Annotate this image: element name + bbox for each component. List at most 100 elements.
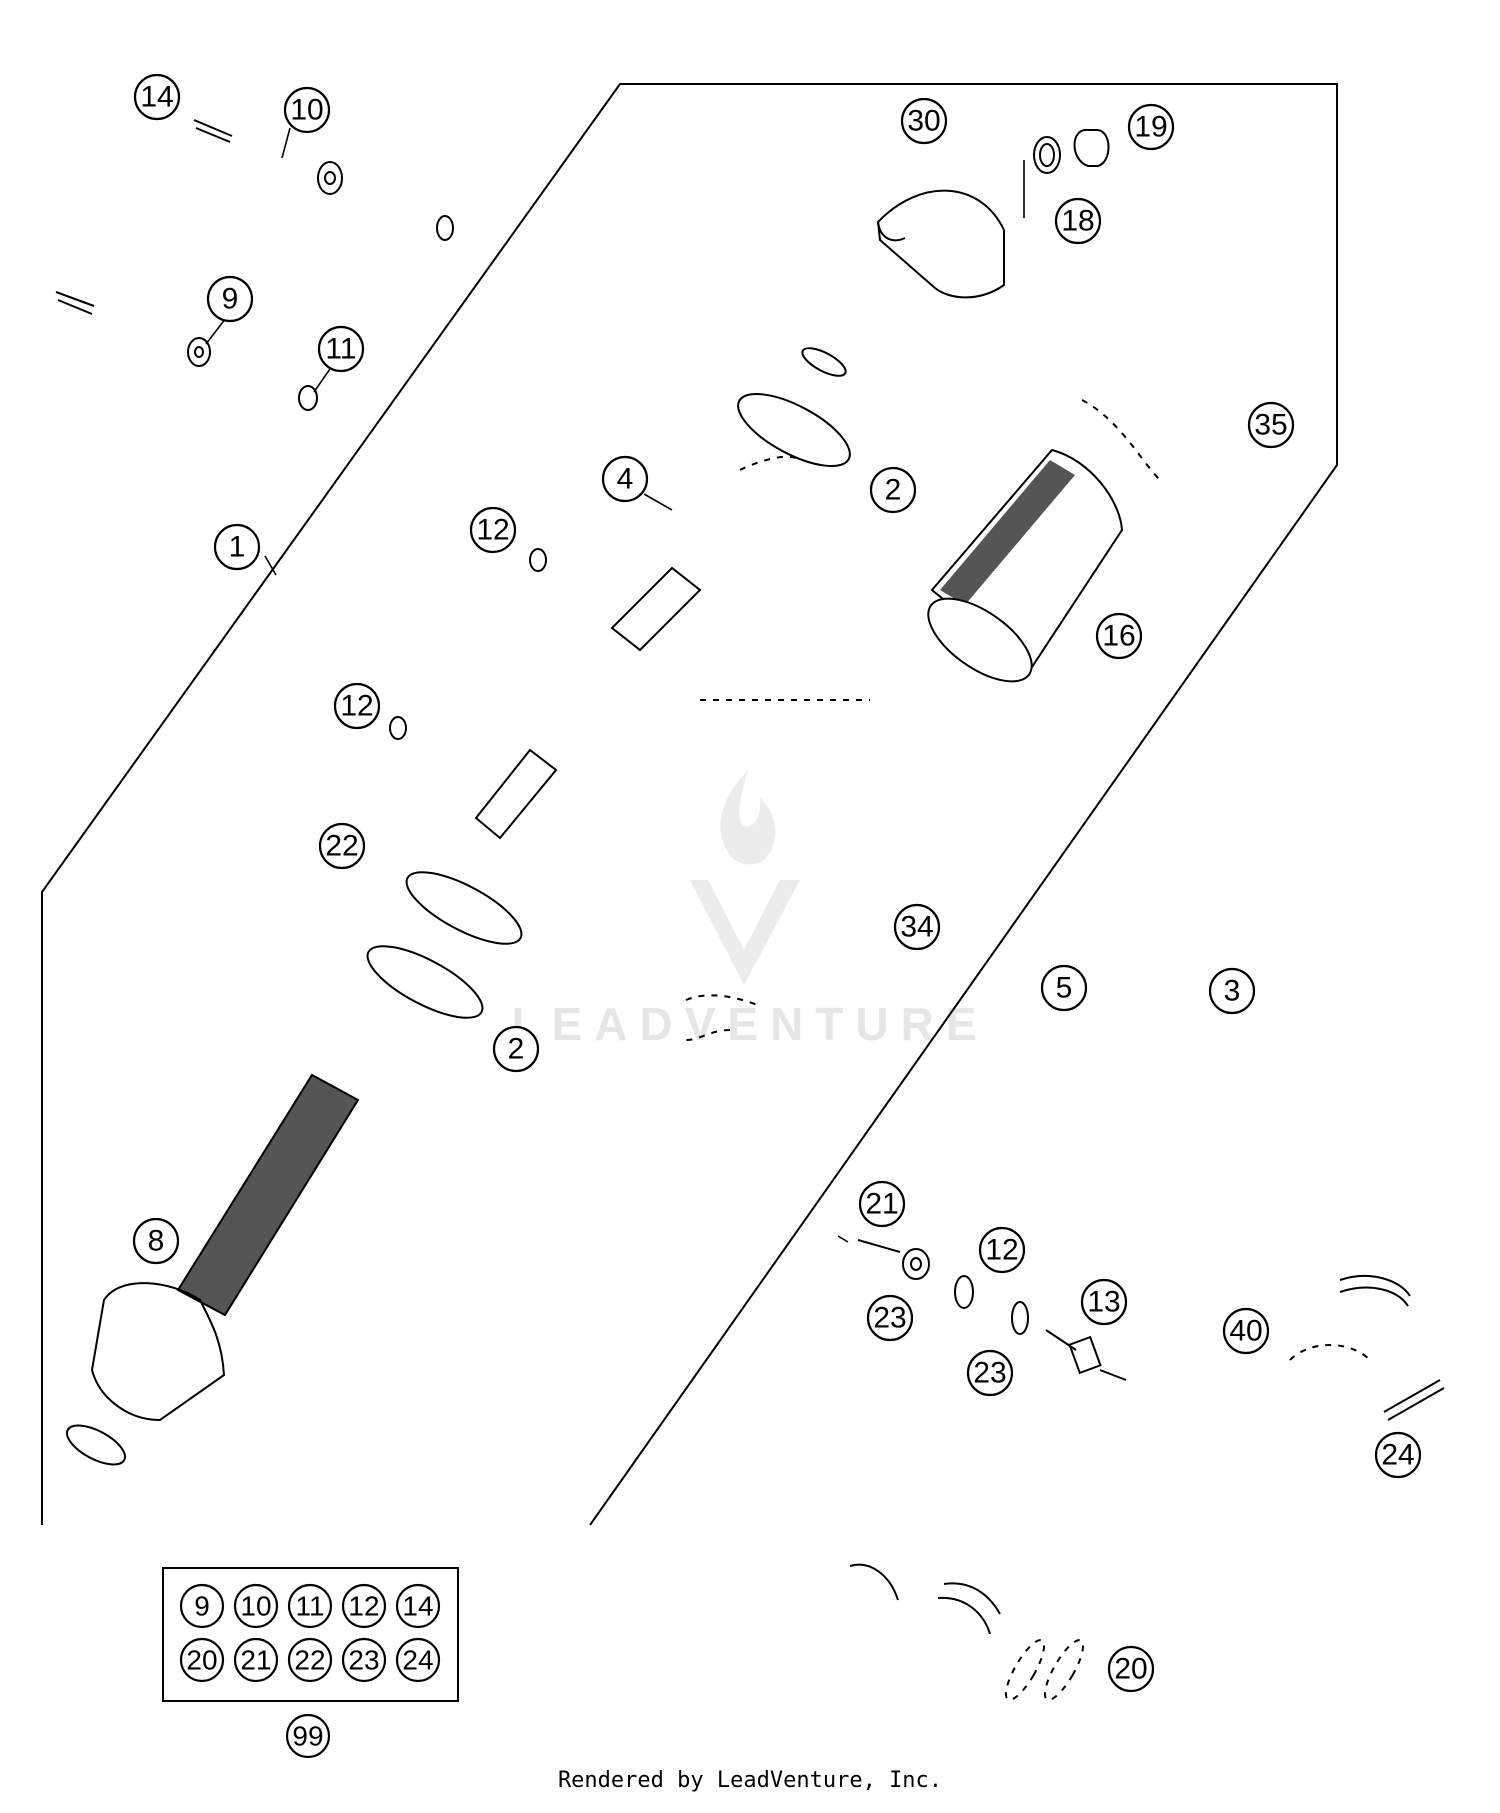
callout: 10 [283, 86, 331, 134]
svg-text:12: 12 [348, 1591, 379, 1622]
clamp-and-spring [1289, 1275, 1445, 1421]
svg-text:14: 14 [402, 1591, 433, 1622]
callout: 20 [1107, 1645, 1155, 1693]
end-cap-assembly [876, 128, 1110, 299]
callout: 23 [966, 1349, 1014, 1397]
svg-text:18: 18 [1061, 205, 1094, 238]
kit-item: 12 [341, 1583, 387, 1629]
gasket-rings-lower [366, 871, 523, 1019]
svg-text:1: 1 [229, 531, 246, 564]
kit-item: 10 [233, 1583, 279, 1629]
callout: 35 [1247, 401, 1295, 449]
svg-text:20: 20 [186, 1645, 217, 1676]
callout: 8 [132, 1217, 180, 1265]
silencer-outer [700, 399, 1161, 701]
v-logo-icon [690, 880, 800, 985]
callout: 3 [1208, 967, 1256, 1015]
svg-text:22: 22 [294, 1645, 325, 1676]
callout: 22 [318, 822, 366, 870]
callout: 14 [133, 73, 181, 121]
baffle-plates [389, 548, 702, 840]
callout: 16 [1095, 612, 1143, 660]
callout: 34 [893, 903, 941, 951]
svg-text:13: 13 [1087, 1286, 1120, 1319]
svg-text:12: 12 [476, 514, 509, 547]
svg-text:23: 23 [348, 1645, 379, 1676]
perforated-outlet-tube [65, 1073, 360, 1466]
svg-text:9: 9 [222, 283, 239, 316]
callout: 5 [1040, 964, 1088, 1012]
kit-item: 21 [233, 1637, 279, 1683]
kit-box: 9 10 11 12 14 20 21 22 23 24 99 [162, 1567, 459, 1759]
clamps-20 [849, 1563, 1085, 1701]
callout: 12 [333, 682, 381, 730]
callout: 12 [469, 506, 517, 554]
svg-text:3: 3 [1224, 975, 1241, 1008]
svg-text:35: 35 [1254, 409, 1287, 442]
kit-item: 23 [341, 1637, 387, 1683]
svg-text:24: 24 [1381, 1439, 1414, 1472]
callout: 13 [1080, 1278, 1128, 1326]
kit-item: 11 [287, 1583, 333, 1629]
svg-text:24: 24 [402, 1645, 433, 1676]
callout: 12 [978, 1226, 1026, 1274]
svg-text:23: 23 [973, 1357, 1006, 1390]
svg-text:2: 2 [885, 474, 902, 507]
kit-label: 99 [285, 1713, 331, 1759]
svg-text:2: 2 [508, 1033, 525, 1066]
hanger-hardware [857, 1239, 1127, 1381]
callout: 9 [206, 275, 254, 323]
svg-text:30: 30 [907, 105, 940, 138]
svg-text:20: 20 [1114, 1653, 1147, 1686]
svg-text:14: 14 [140, 81, 173, 114]
render-credit: Rendered by LeadVenture, Inc. [557, 1768, 943, 1793]
callout: 30 [900, 97, 948, 145]
svg-text:8: 8 [148, 1225, 165, 1258]
kit-item: 20 [179, 1637, 225, 1683]
leadventure-watermark: LEADVENTURE [511, 770, 988, 1050]
svg-text:11: 11 [295, 1591, 324, 1622]
hardware-parts [55, 119, 454, 411]
kit-item: 24 [395, 1637, 441, 1683]
callouts: 14 10 30 19 18 9 11 35 4 2 12 1 16 12 22… [132, 73, 1422, 1693]
callout: 19 [1127, 103, 1175, 151]
callout: 2 [869, 466, 917, 514]
svg-text:99: 99 [292, 1721, 323, 1752]
svg-text:21: 21 [240, 1645, 271, 1676]
svg-text:5: 5 [1056, 972, 1073, 1005]
svg-text:12: 12 [985, 1234, 1018, 1267]
svg-text:10: 10 [290, 94, 323, 127]
svg-text:16: 16 [1102, 620, 1135, 653]
svg-text:9: 9 [194, 1591, 210, 1622]
svg-text:21: 21 [865, 1188, 898, 1221]
svg-text:12: 12 [340, 690, 373, 723]
callout: 1 [213, 523, 261, 571]
callout: 23 [866, 1294, 914, 1342]
callout: 24 [1374, 1431, 1422, 1479]
kit-item: 22 [287, 1637, 333, 1683]
flame-icon [720, 770, 776, 865]
svg-text:40: 40 [1229, 1315, 1262, 1348]
callout: 21 [858, 1180, 906, 1228]
kit-item: 9 [179, 1583, 225, 1629]
svg-text:22: 22 [325, 830, 358, 863]
svg-text:4: 4 [617, 463, 634, 496]
callout: 18 [1054, 197, 1102, 245]
svg-text:11: 11 [325, 333, 356, 366]
svg-text:34: 34 [900, 911, 933, 944]
callout: 2 [492, 1025, 540, 1073]
leader-lines [205, 127, 849, 1243]
callout: 40 [1222, 1307, 1270, 1355]
svg-text:19: 19 [1134, 111, 1167, 144]
svg-text:10: 10 [240, 1591, 271, 1622]
perforated-inner-tube [927, 448, 1124, 683]
callout: 4 [601, 455, 649, 503]
callout: 11 [317, 325, 365, 373]
mount-bracket [685, 994, 761, 1041]
svg-text:23: 23 [873, 1302, 906, 1335]
watermark-brand: LEADVENTURE [511, 998, 988, 1050]
gasket-ring-upper [737, 347, 851, 468]
kit-item: 14 [395, 1583, 441, 1629]
exhaust-outline [41, 83, 1338, 1526]
